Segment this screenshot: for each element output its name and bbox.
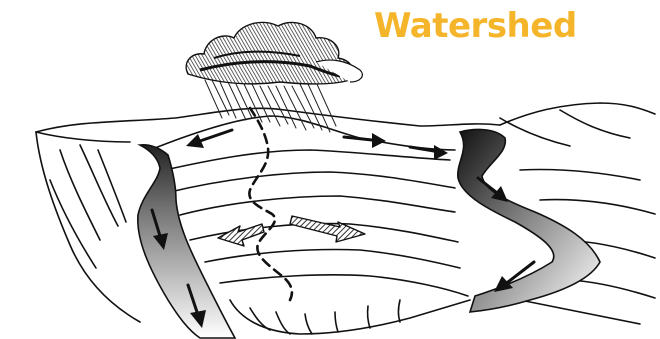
diagram-title: Watershed bbox=[374, 6, 577, 46]
left-stream bbox=[138, 145, 235, 338]
rain-cloud-icon bbox=[186, 22, 362, 84]
groundwater-flow-path bbox=[249, 108, 292, 300]
right-stream bbox=[458, 130, 600, 312]
subsurface-flow-arrows bbox=[218, 216, 365, 246]
